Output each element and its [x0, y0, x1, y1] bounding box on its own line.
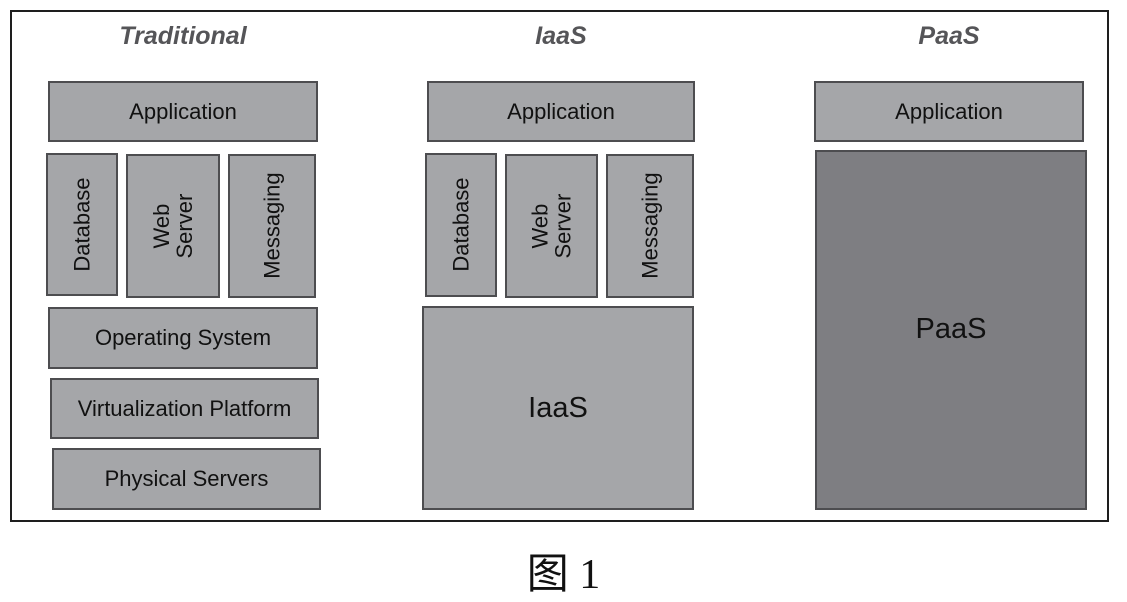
iaas-platform-box: IaaS [422, 306, 694, 510]
paas-platform-label: PaaS [915, 313, 987, 345]
traditional-webserver-label: Web Server [148, 193, 197, 259]
figure-caption: 图 1 [526, 552, 601, 598]
iaas-platform-label: IaaS [528, 391, 588, 424]
traditional-virtualization-box: Virtualization Platform [50, 378, 319, 439]
traditional-application-box: Application [48, 81, 318, 142]
traditional-database-label: Database [69, 177, 95, 272]
traditional-physical-box: Physical Servers [52, 448, 321, 510]
traditional-virtualization-label: Virtualization Platform [77, 395, 292, 421]
traditional-physical-label: Physical Servers [104, 466, 269, 492]
iaas-application-box: Application [427, 81, 695, 142]
iaas-messaging-box: Messaging [606, 154, 694, 298]
traditional-webserver-box: Web Server [126, 154, 220, 298]
paas-title: PaaS [918, 22, 980, 50]
iaas-webserver-box: Web Server [505, 154, 598, 298]
iaas-database-label: Database [448, 177, 474, 273]
traditional-title: Traditional [119, 22, 247, 50]
iaas-database-box: Database [425, 153, 497, 297]
iaas-webserver-label: Web Server [527, 193, 576, 259]
paas-application-label: Application [895, 98, 1003, 124]
traditional-messaging-label: Messaging [259, 172, 285, 280]
traditional-os-box: Operating System [48, 307, 318, 369]
paas-platform-box: PaaS [815, 150, 1087, 510]
iaas-title: IaaS [535, 22, 587, 50]
traditional-database-box: Database [46, 153, 118, 296]
traditional-os-label: Operating System [94, 325, 272, 351]
iaas-messaging-label: Messaging [637, 172, 663, 280]
iaas-application-label: Application [507, 98, 615, 124]
traditional-messaging-box: Messaging [228, 154, 316, 298]
diagram-frame [10, 10, 1109, 522]
paas-application-box: Application [814, 81, 1084, 142]
traditional-application-label: Application [129, 98, 237, 124]
